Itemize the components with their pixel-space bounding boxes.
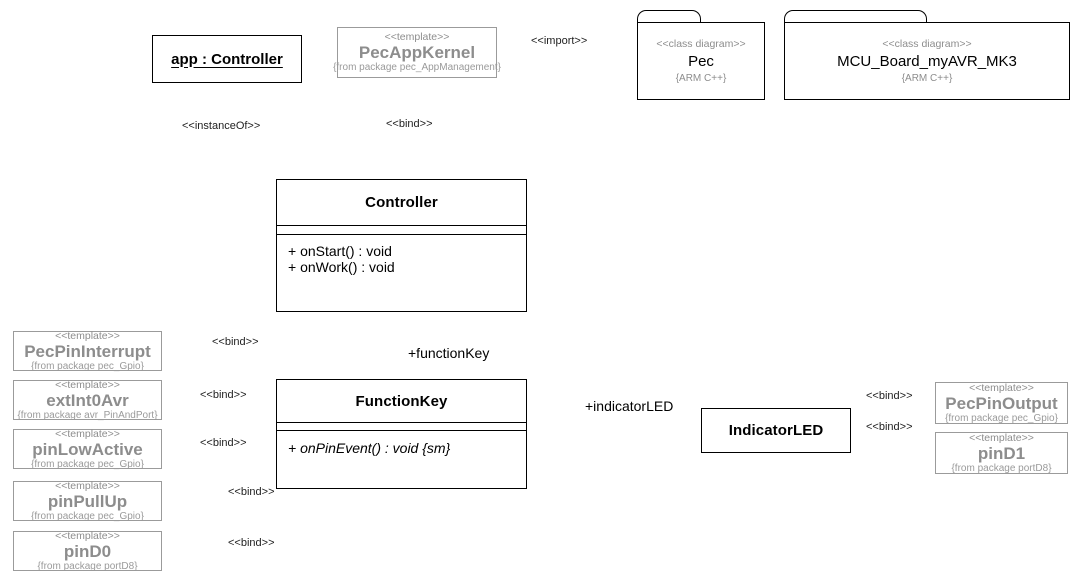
package-tab-icon bbox=[637, 10, 701, 24]
template-stereotype: <<template>> bbox=[55, 479, 120, 492]
package-stereotype: <<class diagram>> bbox=[882, 37, 972, 50]
template-from-package: {from package portD8} bbox=[37, 560, 138, 572]
template-name: pinD0 bbox=[63, 541, 112, 561]
package-body: <<class diagram>> MCU_Board_myAVR_MK3 {A… bbox=[784, 22, 1070, 100]
class-title: FunctionKey bbox=[355, 392, 448, 410]
template-stereotype: <<template>> bbox=[969, 431, 1034, 444]
package-language: {ARM C++} bbox=[901, 72, 953, 84]
template-from-package: {from package pec_Gpio} bbox=[31, 360, 144, 372]
class-function-key[interactable]: FunctionKey + onPinEvent() : void {sm} bbox=[276, 379, 527, 489]
template-name: pinPullUp bbox=[47, 491, 128, 511]
template-from-package: {from package portD8} bbox=[951, 462, 1052, 474]
template-pin-low-active[interactable]: <<template>> pinLowActive {from package … bbox=[13, 427, 162, 470]
role-label-function-key: +functionKey bbox=[408, 345, 490, 361]
template-pec-pin-output[interactable]: <<template>> PecPinOutput {from package … bbox=[935, 382, 1068, 424]
template-pin-d1[interactable]: <<template>> pinD1 {from package portD8} bbox=[935, 432, 1068, 474]
template-pec-app-kernel[interactable]: <<template>> PecAppKernel {from package … bbox=[333, 27, 501, 78]
edge-label-bind-pec-pin-interrupt: <<bind>> bbox=[212, 336, 259, 348]
edge-label-bind-pin-d0: <<bind>> bbox=[228, 537, 275, 549]
template-name: extInt0Avr bbox=[46, 390, 129, 410]
package-stereotype: <<class diagram>> bbox=[656, 37, 746, 50]
class-operation: + onStart() : void bbox=[288, 243, 392, 259]
class-title: Controller bbox=[365, 194, 438, 211]
package-language: {ARM C++} bbox=[675, 72, 727, 84]
attributes-compartment bbox=[277, 422, 526, 430]
template-stereotype: <<template>> bbox=[55, 529, 120, 542]
template-stereotype: <<template>> bbox=[384, 31, 450, 43]
edge-label-bind-kernel: <<bind>> bbox=[386, 118, 433, 130]
edge-label-instance-of: <<instanceOf>> bbox=[182, 120, 261, 132]
template-ext-int0-avr[interactable]: <<template>> extInt0Avr {from package av… bbox=[13, 378, 162, 421]
class-indicator-led[interactable]: IndicatorLED bbox=[701, 408, 851, 453]
edge-label-bind-pin-pull-up: <<bind>> bbox=[228, 486, 275, 498]
template-pin-d0[interactable]: <<template>> pinD0 {from package portD8} bbox=[13, 529, 162, 572]
template-name: pinD1 bbox=[977, 443, 1026, 463]
template-name: PecAppKernel bbox=[358, 43, 476, 62]
package-name: MCU_Board_myAVR_MK3 bbox=[837, 52, 1017, 70]
template-stereotype: <<template>> bbox=[55, 427, 120, 440]
operations-compartment: + onStart() : void + onWork() : void bbox=[277, 234, 526, 275]
template-from-package: {from package pec_Gpio} bbox=[31, 458, 144, 470]
template-stereotype: <<template>> bbox=[969, 381, 1034, 394]
edge-label-import: <<import>> bbox=[531, 35, 588, 47]
edge-label-bind-pec-pin-output: <<bind>> bbox=[866, 390, 913, 402]
template-stereotype: <<template>> bbox=[55, 378, 120, 391]
object-title: app : Controller bbox=[171, 50, 283, 68]
role-label-indicator-led: +indicatorLED bbox=[585, 398, 674, 414]
package-tab-icon bbox=[784, 10, 927, 24]
edge-label-bind-pin-d1: <<bind>> bbox=[866, 421, 913, 433]
template-stereotype: <<template>> bbox=[55, 329, 120, 342]
class-operation: + onWork() : void bbox=[288, 259, 395, 275]
package-pec[interactable]: <<class diagram>> Pec {ARM C++} bbox=[637, 10, 765, 100]
package-body: <<class diagram>> Pec {ARM C++} bbox=[637, 22, 765, 100]
template-pin-pull-up[interactable]: <<template>> pinPullUp {from package pec… bbox=[13, 479, 162, 522]
package-name: Pec bbox=[688, 52, 714, 70]
class-operation: + onPinEvent() : void {sm} bbox=[288, 440, 451, 456]
package-mcu-board-myavr-mk3[interactable]: <<class diagram>> MCU_Board_myAVR_MK3 {A… bbox=[784, 10, 1070, 100]
edge-label-bind-ext-int0-avr: <<bind>> bbox=[200, 389, 247, 401]
template-from-package: {from package pec_Gpio} bbox=[945, 412, 1058, 424]
template-name: PecPinOutput bbox=[945, 393, 1058, 413]
template-from-package: {from package pec_AppManagement} bbox=[333, 62, 501, 73]
template-pec-pin-interrupt[interactable]: <<template>> PecPinInterrupt {from packa… bbox=[13, 329, 162, 372]
template-name: pinLowActive bbox=[32, 439, 143, 459]
template-from-package: {from package pec_Gpio} bbox=[31, 510, 144, 522]
edge-label-bind-pin-low-active: <<bind>> bbox=[200, 437, 247, 449]
operations-compartment: + onPinEvent() : void {sm} bbox=[277, 430, 526, 456]
class-controller[interactable]: Controller + onStart() : void + onWork()… bbox=[276, 179, 527, 312]
attributes-compartment bbox=[277, 225, 526, 234]
template-name: PecPinInterrupt bbox=[24, 341, 151, 361]
object-app-controller[interactable]: app : Controller bbox=[152, 35, 302, 83]
class-title: IndicatorLED bbox=[728, 422, 824, 439]
template-from-package: {from package avr_PinAndPort} bbox=[17, 409, 158, 421]
